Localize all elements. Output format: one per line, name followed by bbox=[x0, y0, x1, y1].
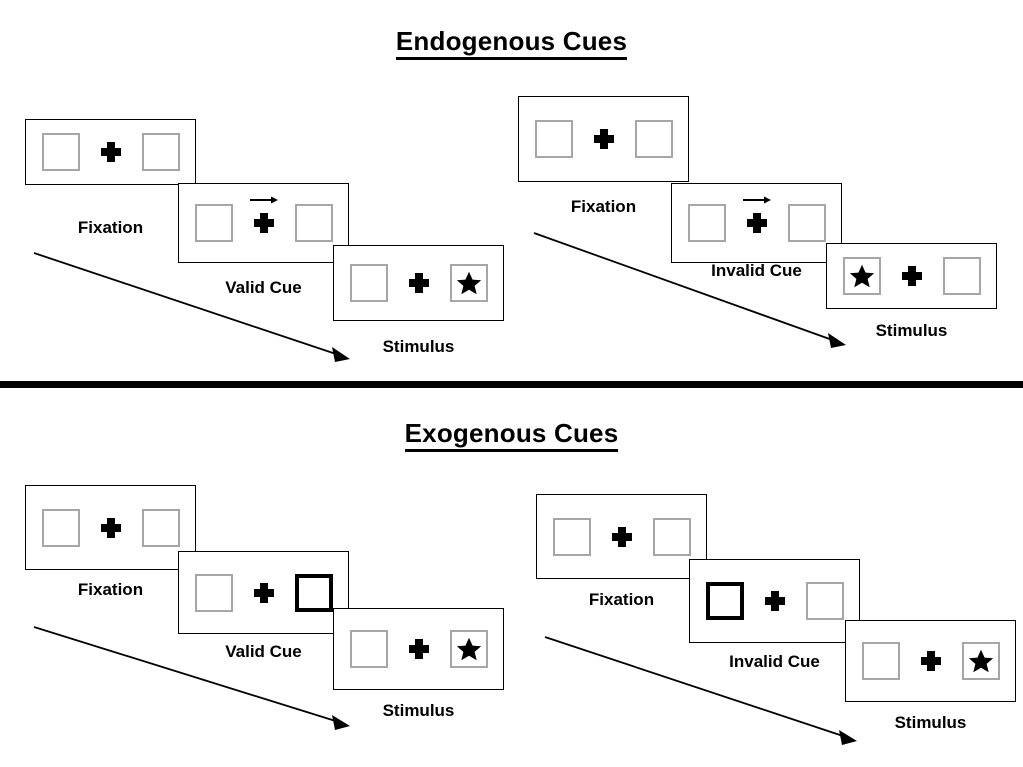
plus-cross-icon bbox=[593, 128, 615, 150]
section-divider bbox=[0, 381, 1023, 388]
frame-exo-valid-stimulus bbox=[333, 608, 504, 690]
cue-box-left bbox=[705, 582, 744, 620]
frame-exo-valid-cue bbox=[178, 551, 349, 634]
section-title-exogenous-text: Exogenous Cues bbox=[404, 418, 619, 452]
star-icon bbox=[849, 264, 874, 288]
plus-cross-icon bbox=[611, 526, 633, 548]
fixation-cell bbox=[742, 196, 772, 234]
plus-cross-icon bbox=[920, 650, 942, 672]
placeholder-box-left bbox=[861, 642, 900, 680]
caption-endo-invalid-stimulus: Stimulus bbox=[875, 321, 948, 340]
placeholder-box-left bbox=[41, 133, 80, 171]
plus-cross-icon bbox=[764, 590, 786, 612]
star-icon bbox=[968, 649, 993, 673]
placeholder-box-left bbox=[552, 517, 591, 556]
frame-endo-invalid-stimulus bbox=[826, 243, 997, 309]
placeholder-box-left bbox=[534, 120, 573, 158]
placeholder-box-left bbox=[41, 508, 80, 547]
placeholder-box-left bbox=[349, 264, 388, 302]
caption-exo-invalid-fixation: Fixation bbox=[588, 590, 655, 609]
placeholder-box-right bbox=[141, 508, 180, 547]
caption-exo-invalid-cue: Invalid Cue bbox=[729, 652, 820, 671]
time-arrow-icon-endo-valid bbox=[33, 252, 350, 362]
placeholder-box-right bbox=[942, 257, 981, 295]
caption-endo-valid-cue: Valid Cue bbox=[225, 278, 302, 297]
caption-endo-invalid-fixation: Fixation bbox=[570, 197, 637, 216]
cue-box-right bbox=[294, 573, 333, 612]
section-title-endogenous-text: Endogenous Cues bbox=[395, 26, 628, 60]
placeholder-box-left bbox=[687, 204, 726, 242]
caption-exo-invalid-stimulus: Stimulus bbox=[894, 713, 967, 732]
placeholder-box-right bbox=[634, 120, 673, 158]
placeholder-box-right bbox=[141, 133, 180, 171]
fixation-cell bbox=[589, 128, 619, 150]
placeholder-box-left bbox=[194, 573, 233, 612]
fixation-cell bbox=[404, 638, 434, 660]
star-icon bbox=[456, 637, 481, 661]
plus-cross-icon bbox=[901, 265, 923, 287]
fixation-cell bbox=[897, 265, 927, 287]
frame-endo-valid-fixation bbox=[25, 119, 196, 185]
caption-exo-valid-stimulus: Stimulus bbox=[382, 701, 455, 720]
stimulus-box-left bbox=[842, 257, 881, 295]
placeholder-box-left bbox=[349, 630, 388, 668]
plus-cross-icon bbox=[746, 212, 768, 234]
stimulus-box-right bbox=[449, 630, 488, 668]
caption-exo-valid-cue: Valid Cue bbox=[225, 642, 302, 661]
fixation-cell bbox=[607, 526, 637, 548]
fixation-cell bbox=[760, 590, 790, 612]
section-title-exogenous: Exogenous Cues bbox=[0, 418, 1023, 452]
fixation-cell bbox=[916, 650, 946, 672]
section-title-endogenous: Endogenous Cues bbox=[0, 26, 1023, 60]
star-icon bbox=[456, 271, 481, 295]
time-arrow-icon-endo-invalid bbox=[533, 232, 846, 348]
plus-cross-icon bbox=[253, 582, 275, 604]
frame-endo-invalid-fixation bbox=[518, 96, 689, 182]
frame-exo-invalid-cue bbox=[689, 559, 860, 643]
right-arrow-icon bbox=[249, 196, 278, 204]
frame-exo-invalid-fixation bbox=[536, 494, 707, 579]
plus-cross-icon bbox=[100, 141, 122, 163]
frame-endo-valid-stimulus bbox=[333, 245, 504, 321]
fixation-cell bbox=[249, 196, 279, 234]
fixation-cell bbox=[249, 582, 279, 604]
plus-cross-icon bbox=[253, 212, 275, 234]
frame-endo-valid-cue bbox=[178, 183, 349, 263]
plus-cross-icon bbox=[408, 272, 430, 294]
time-arrow-icon-exo-invalid bbox=[544, 636, 857, 745]
frame-exo-invalid-stimulus bbox=[845, 620, 1016, 702]
placeholder-box-right bbox=[652, 517, 691, 556]
fixation-cell bbox=[404, 272, 434, 294]
placeholder-box-right bbox=[294, 204, 333, 242]
right-arrow-icon bbox=[742, 196, 771, 204]
placeholder-box-right bbox=[805, 582, 844, 620]
caption-exo-valid-fixation: Fixation bbox=[77, 580, 144, 599]
fixation-cell bbox=[96, 517, 126, 539]
plus-cross-icon bbox=[100, 517, 122, 539]
caption-endo-invalid-cue: Invalid Cue bbox=[711, 261, 802, 280]
stimulus-box-right bbox=[449, 264, 488, 302]
placeholder-box-left bbox=[194, 204, 233, 242]
placeholder-box-right bbox=[787, 204, 826, 242]
frame-exo-valid-fixation bbox=[25, 485, 196, 570]
frame-endo-invalid-cue bbox=[671, 183, 842, 263]
caption-endo-valid-stimulus: Stimulus bbox=[382, 337, 455, 356]
stimulus-box-right bbox=[961, 642, 1000, 680]
time-arrow-icon-exo-valid bbox=[33, 626, 350, 730]
plus-cross-icon bbox=[408, 638, 430, 660]
caption-endo-valid-fixation: Fixation bbox=[77, 218, 144, 237]
fixation-cell bbox=[96, 141, 126, 163]
